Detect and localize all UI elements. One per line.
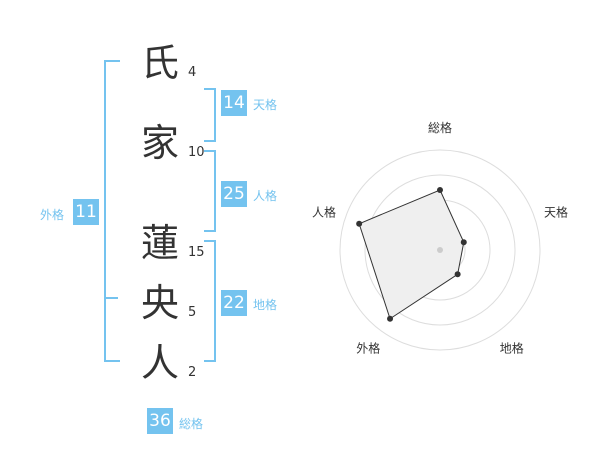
tenkaku-value: 14 xyxy=(221,90,247,116)
radar-ring xyxy=(339,149,541,351)
radar-axis-label: 外格 xyxy=(356,341,380,356)
radar-point xyxy=(454,271,461,278)
stroke-count-1: 4 xyxy=(188,65,197,80)
gaikaku-value: 11 xyxy=(73,199,99,225)
stroke-count-4: 5 xyxy=(188,305,197,320)
soukaku-label: 総格 xyxy=(179,417,204,431)
name-char-3: 蓮 xyxy=(140,221,179,265)
radar-point xyxy=(356,220,363,227)
gaikaku-bracket xyxy=(104,60,120,362)
radar-ring xyxy=(364,174,516,326)
soukaku-value: 36 xyxy=(147,408,173,434)
tenkaku-label: 天格 xyxy=(253,98,278,112)
name-char-5: 人 xyxy=(140,341,179,385)
radar-point xyxy=(460,239,467,246)
radar-axis-label: 地格 xyxy=(500,341,524,356)
radar-axis-label: 総格 xyxy=(428,120,452,135)
jinkaku-value: 25 xyxy=(221,181,247,207)
radar-axis-label: 人格 xyxy=(312,204,336,219)
gaikaku-bracket-tick xyxy=(106,297,118,299)
chikaku-label: 地格 xyxy=(253,298,278,312)
radar-center xyxy=(437,247,443,253)
name-char-2: 家 xyxy=(140,121,179,165)
gaikaku-label: 外格 xyxy=(40,208,65,222)
radar-point xyxy=(387,315,394,322)
stroke-count-3: 15 xyxy=(188,245,205,260)
stroke-count-5: 2 xyxy=(188,365,197,380)
chikaku-bracket xyxy=(204,240,216,362)
name-char-1: 氏 xyxy=(140,41,179,85)
radar-axis-label: 天格 xyxy=(544,204,568,219)
stroke-count-2: 10 xyxy=(188,145,205,160)
name-char-4: 央 xyxy=(140,281,179,325)
radar-area xyxy=(358,189,465,320)
tenkaku-bracket xyxy=(204,88,216,142)
chikaku-value: 22 xyxy=(221,290,247,316)
jinkaku-label: 人格 xyxy=(253,189,278,203)
jinkaku-bracket xyxy=(204,150,216,232)
radar-point xyxy=(437,187,443,193)
